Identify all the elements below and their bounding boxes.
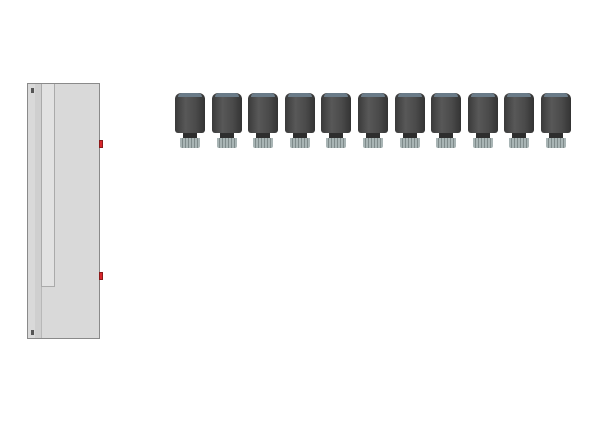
actuator-neck [292, 133, 307, 138]
actuator-head [211, 93, 242, 133]
thermostatic-actuator [431, 93, 462, 149]
thermostatic-actuator [394, 93, 425, 149]
actuator-neck [475, 133, 490, 138]
actuator-ring [472, 138, 493, 148]
actuator-head [431, 93, 462, 133]
actuator-neck [439, 133, 454, 138]
thermostatic-actuator [504, 93, 535, 149]
actuator-ring [399, 138, 420, 148]
distribution-cabinet [27, 83, 100, 339]
actuator-neck [183, 133, 197, 138]
actuator-cap [251, 93, 276, 97]
actuator-cap [470, 93, 495, 97]
thermostatic-actuator [321, 93, 352, 149]
cabinet-latch-top [99, 140, 103, 148]
actuator-cap [178, 93, 202, 97]
actuator-cap [434, 93, 459, 97]
actuator-cap [214, 93, 239, 97]
thermostatic-actuator [211, 93, 242, 149]
thermostatic-actuator [175, 93, 205, 149]
thermostatic-actuator [467, 93, 498, 149]
actuator-neck [512, 133, 527, 138]
thermostatic-actuator [284, 93, 315, 149]
actuator-head [284, 93, 315, 133]
actuator-ring [436, 138, 457, 148]
cabinet-hinge-bottom [31, 330, 34, 335]
actuator-head [175, 93, 205, 133]
actuator-head [321, 93, 352, 133]
cabinet-strip [41, 84, 55, 287]
actuator-neck [366, 133, 380, 138]
actuator-neck [219, 133, 234, 138]
actuator-ring [509, 138, 530, 148]
actuator-head [248, 93, 279, 133]
actuator-ring [289, 138, 310, 148]
actuator-ring [326, 138, 347, 148]
actuator-cap [397, 93, 422, 97]
actuator-cap [287, 93, 312, 97]
cabinet-hinge-top [31, 88, 34, 93]
actuator-neck [256, 133, 271, 138]
actuator-cap [544, 93, 568, 97]
actuator-ring [180, 138, 200, 148]
actuator-head [394, 93, 425, 133]
thermostatic-actuator [541, 93, 571, 149]
actuator-cap [324, 93, 349, 97]
actuator-head [541, 93, 571, 133]
actuator-head [358, 93, 388, 133]
actuator-head [467, 93, 498, 133]
actuator-head [504, 93, 535, 133]
actuator-cap [507, 93, 532, 97]
thermostatic-actuator [248, 93, 279, 149]
actuator-ring [253, 138, 274, 148]
actuator-ring [363, 138, 383, 148]
cabinet-latch-bottom [99, 272, 103, 280]
actuator-neck [329, 133, 344, 138]
actuator-ring [546, 138, 566, 148]
actuator-neck [402, 133, 417, 138]
thermostatic-actuator [358, 93, 388, 149]
actuator-ring [216, 138, 237, 148]
actuator-cap [361, 93, 385, 97]
actuator-neck [549, 133, 563, 138]
